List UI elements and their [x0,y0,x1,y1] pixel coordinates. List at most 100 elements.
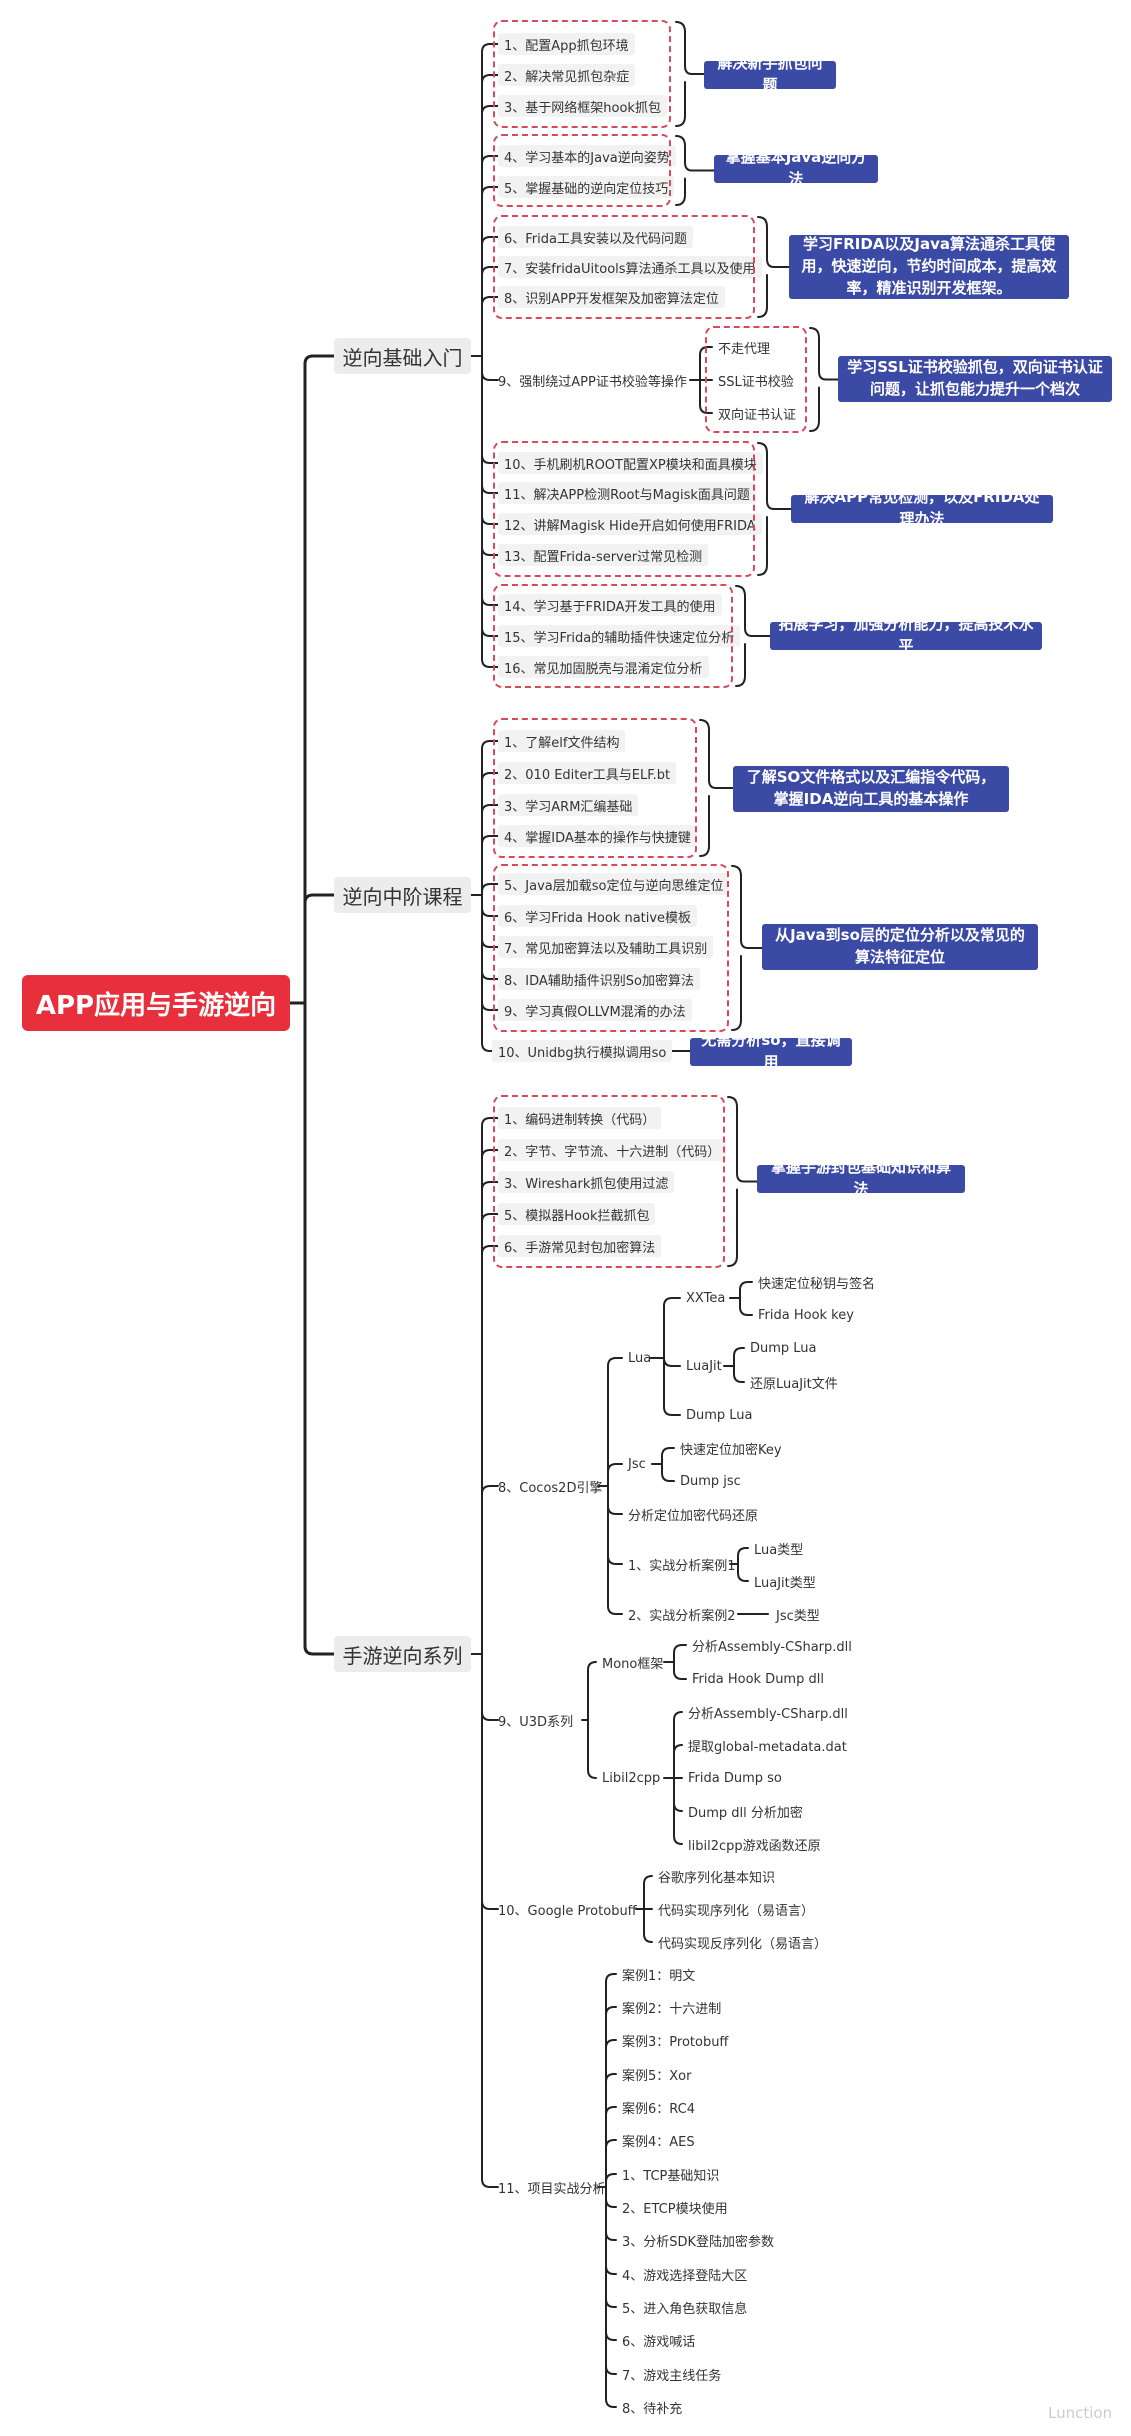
connector-line [605,2106,617,2188]
b2-item-8: 8、IDA辅助插件识别So加密算法 [498,968,700,990]
branch-reverse-basics: 逆向基础入门 [334,338,471,374]
u3d-mono: Mono框架 [602,1656,664,1672]
connector-line [673,1711,683,1779]
connector-line [481,1653,499,1910]
b1-item-7: 7、安装fridaUitools算法通杀工具以及使用 [498,256,762,278]
b1-item-9-no-proxy: 不走代理 [718,341,771,357]
u3d-series: 9、U3D系列 [498,1714,574,1730]
b3-item-2: 2、字节、字节流、十六进制（代码） [498,1139,727,1161]
cocos-xxtea: XXTea [686,1290,726,1306]
connector-line [663,1357,681,1367]
b2-item-9: 9、学习真假OLLVM混淆的办法 [498,999,692,1021]
group-box [493,441,755,577]
protobuf: 10、Google Protobuff [498,1903,637,1919]
b1-item-9-ssl-pinning: SSL证书校验 [718,374,794,390]
group-box [493,718,697,858]
b3-summary-packet: 掌握手游封包基础知识和算法 [757,1158,965,1198]
project-item-9: 3、分析SDK登陆加密参数 [622,2234,775,2250]
connector-line [605,2186,617,2375]
connector-line [587,1661,597,1721]
b1-item-14: 14、学习基于FRIDA开发工具的使用 [498,594,722,616]
b1-summary-frida: 学习FRIDA以及Java算法通杀工具使用，快速逆向，节约时间成本，提高效率，精… [789,235,1069,299]
connector-line [605,2186,617,2341]
connector-line [735,585,753,687]
group-box [705,326,807,433]
project-item-5: 案例6：RC4 [622,2101,696,2117]
group-box [493,864,729,1032]
connector-line [605,1973,617,2188]
b3-item-6: 6、手游常见封包加密算法 [498,1235,662,1257]
b1-item-6: 6、Frida工具安装以及代码问题 [498,226,693,248]
mono-frida-dump: Frida Hook Dump dll [692,1671,824,1687]
connector-line [605,2186,617,2408]
connector-line [481,1245,499,1655]
b1-summary-detection: 解决APP常见检测，以及FRIDA处理办法 [791,488,1053,528]
connector-line [733,1365,745,1383]
b1-summary-ssl: 学习SSL证书校验抓包，双向证书认证问题，让抓包能力提升一个档次 [838,356,1112,402]
project-item-10: 4、游戏选择登陆大区 [622,2268,748,2284]
b1-item-10: 10、手机刷机ROOT配置XP模块和面具模块 [498,452,763,474]
connector-line [673,1744,683,1779]
connector-line [737,1547,749,1565]
cocos-dump-lua: Dump Lua [686,1407,753,1423]
connector-line [663,1357,681,1416]
protobuf-basics: 谷歌序列化基本知识 [658,1870,776,1886]
project-item-8: 2、ETCP模块使用 [622,2201,728,2217]
group-box [493,1095,725,1268]
project-item-2: 案例2：十六进制 [622,2001,722,2017]
project-item-13: 7、游戏主线任务 [622,2368,722,2384]
branch-reverse-intermediate: 逆向中阶课程 [334,877,471,913]
connector-line [605,2006,617,2188]
connector-line [481,296,499,357]
connector-line [481,883,499,896]
jsc-dump: Dump jsc [680,1473,741,1489]
connector-line [607,1485,623,1615]
connector-line [675,135,693,206]
b1-item-4: 4、学习基本的Java逆向姿势 [498,145,676,167]
branch-mobile-game-reverse: 手游逆向系列 [334,1636,471,1672]
watermark: Lunction [1048,2404,1113,2422]
connector-line [757,216,775,318]
b2-item-10: 10、Unidbg执行模拟调用so [492,1040,673,1062]
project-item-11: 5、进入角色获取信息 [622,2301,748,2317]
connector-line [481,894,499,1052]
connector-line [481,155,499,357]
connector-line [733,1347,745,1367]
b3-item-5: 5、模拟器Hook拦截抓包 [498,1203,656,1225]
b1-summary-extend: 拓展学习，加强分析能力，提高技术水平 [770,615,1042,655]
connector-line [643,1875,653,1910]
connector-line [607,1485,623,1565]
connector-line [607,1357,623,1487]
connector-line [673,1661,687,1680]
connector-line [481,74,499,357]
connector-line [481,1149,499,1655]
connector-line [661,1447,675,1465]
b1-item-8: 8、识别APP开发框架及加密算法定位 [498,286,725,308]
b1-item-16: 16、常见加固脱壳与混淆定位分析 [498,656,709,678]
cocos-luajit: LuaJit [686,1358,722,1374]
connector-line [481,266,499,357]
connector-line [303,893,336,1005]
project-item-6: 案例4：AES [622,2134,695,2150]
group-box [493,584,733,688]
b1-item-9-mutual-cert: 双向证书认证 [718,407,797,423]
connector-line [699,719,717,857]
b3-item-3: 3、Wireshark抓包使用过滤 [498,1171,675,1193]
connector-line [481,835,499,896]
connector-line [481,105,499,357]
connector-line [737,1563,749,1582]
mono-analyze-dll: 分析Assembly-CSharp.dll [692,1639,852,1655]
b1-item-13: 13、配置Frida-server过常见检测 [498,544,709,566]
case2-jsc: Jsc类型 [776,1608,820,1624]
b2-summary-so-format: 了解SO文件格式以及汇编指令代码，掌握IDA逆向工具的基本操作 [733,766,1009,812]
project-item-14: 8、待补充 [622,2401,683,2417]
connector-line [757,442,775,576]
connector-line [607,1463,623,1487]
connector-line [661,1463,675,1482]
il2cpp-metadata: 提取global-metadata.dat [688,1739,847,1755]
connector-line [605,2186,617,2275]
cocos-case2: 2、实战分析案例2 [628,1608,736,1624]
connector-line [481,355,499,668]
cocos-lua: Lua [628,1350,652,1366]
jsc-locate-key: 快速定位加密Key [680,1442,782,1458]
